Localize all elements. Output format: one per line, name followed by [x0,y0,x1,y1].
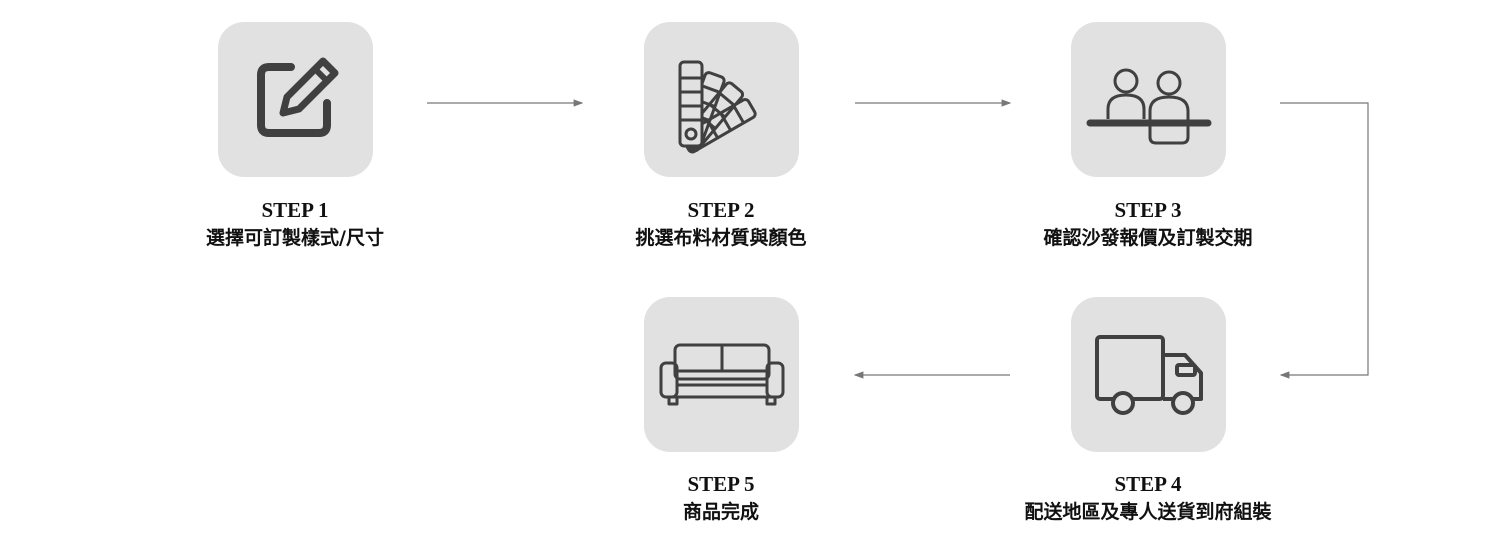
step2-label: STEP 2 挑選布料材質與顏色 [541,196,901,252]
step-description: 商品完成 [682,501,759,523]
step2-icon-box [644,22,799,177]
step4-label: STEP 4 配送地區及專人送貨到府組裝 [968,470,1328,526]
sofa-icon [659,343,784,405]
step5-icon-box [644,297,799,452]
step3-icon-box [1071,22,1226,177]
step-number: STEP 1 [261,198,329,222]
step3-label: STEP 3 確認沙發報價及訂製交期 [968,196,1328,252]
step5-label: STEP 5 商品完成 [541,470,901,526]
step-description: 配送地區及專人送貨到府組裝 [1024,501,1272,523]
step-description: 選擇可訂製樣式/尺寸 [206,227,384,249]
step-number: STEP 5 [687,472,755,496]
step-number: STEP 3 [1114,198,1182,222]
edit-icon [256,57,338,137]
step-description: 確認沙發報價及訂製交期 [1043,227,1253,249]
meeting-icon [1086,68,1211,144]
arrow-step3-to-step4 [1279,102,1369,379]
step-number: STEP 4 [1114,472,1182,496]
step-number: STEP 2 [687,198,755,222]
step1-icon-box [218,22,373,177]
color-swatch-icon [678,60,757,153]
step4-icon-box [1071,297,1226,452]
step1-label: STEP 1 選擇可訂製樣式/尺寸 [115,196,475,252]
step-description: 挑選布料材質與顏色 [635,227,807,249]
truck-icon [1094,334,1203,415]
